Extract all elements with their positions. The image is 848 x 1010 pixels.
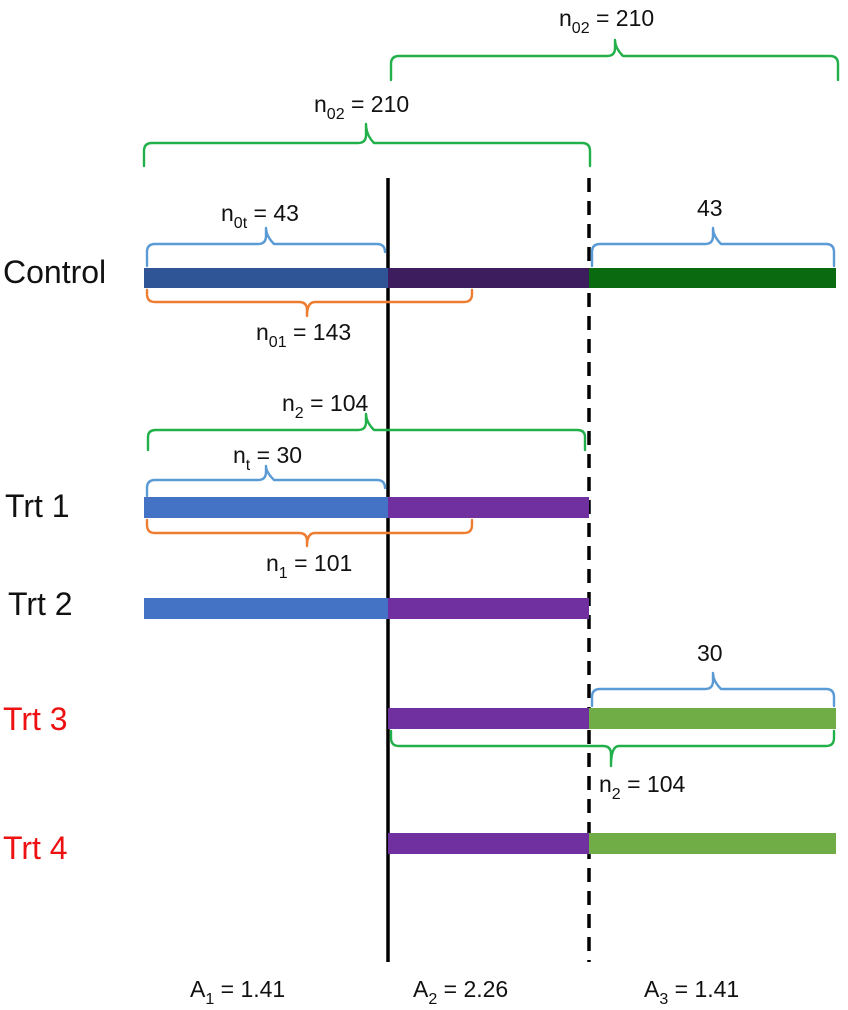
stage-label-a3-val: = 1.41 xyxy=(668,976,739,1002)
control-bar-a3 xyxy=(589,268,836,288)
label-n2-upper-val: = 104 xyxy=(304,390,369,416)
label-n01: n01 = 143 xyxy=(256,319,351,351)
label-n02-top: n02 = 210 xyxy=(559,5,654,37)
label-n2-lower-val: = 104 xyxy=(621,771,686,797)
row-label-trt2: Trt 2 xyxy=(8,586,73,622)
row-label-trt4: Trt 4 xyxy=(3,830,68,866)
label-nt-sym: n xyxy=(233,442,246,468)
brace-n2-upper xyxy=(146,412,587,452)
brace-n02-second xyxy=(142,122,592,168)
stage-label-a3-sub: 3 xyxy=(659,991,668,1008)
label-n01-val: = 143 xyxy=(287,319,352,345)
label-n01-sym: n xyxy=(256,319,269,345)
label-nt: nt = 30 xyxy=(233,442,302,474)
trt1-bar-a1 xyxy=(144,497,388,518)
label-n02-second-val: = 210 xyxy=(345,91,410,117)
trt3-bar-a3 xyxy=(589,708,836,729)
label-n1-val: = 101 xyxy=(288,550,353,576)
trt1-bar-a2 xyxy=(388,497,589,518)
stage-label-a2-sym: A xyxy=(413,976,429,1002)
trt2-bar-a2 xyxy=(388,598,589,619)
brace-n2-lower xyxy=(389,729,836,768)
stage-label-a2-sub: 2 xyxy=(428,991,437,1008)
label-n0t-sym: n xyxy=(221,200,234,226)
label-nt-val: = 30 xyxy=(250,442,302,468)
stage-label-a2: A2 = 2.26 xyxy=(413,976,508,1008)
label-n02-top-sym: n xyxy=(559,5,572,31)
label-n2-lower-sub: 2 xyxy=(612,786,621,803)
brace-trt3-a3 xyxy=(590,671,836,708)
trt2-bar-a1 xyxy=(144,598,388,619)
row-label-trt1: Trt 1 xyxy=(5,488,70,524)
brace-n0t xyxy=(145,226,387,268)
label-n2-lower-sym: n xyxy=(599,771,612,797)
brace-n1 xyxy=(145,518,474,548)
stage-label-a2-val: = 2.26 xyxy=(437,976,508,1002)
stage-label-a1-sub: 1 xyxy=(205,991,214,1008)
row-label-trt3: Trt 3 xyxy=(3,701,68,737)
label-n2-upper: n2 = 104 xyxy=(282,390,368,422)
label-n02-second: n02 = 210 xyxy=(314,91,409,123)
label-n1-sym: n xyxy=(266,550,279,576)
label-n01-sub: 01 xyxy=(269,334,287,351)
trt4-bar-a3 xyxy=(589,833,836,854)
label-n02-top-sub: 02 xyxy=(572,20,590,37)
label-control-a3: 43 xyxy=(697,195,723,221)
label-trt3-a3: 30 xyxy=(697,640,723,666)
trt4-bar-a2 xyxy=(388,833,589,854)
brace-n02-top xyxy=(389,38,840,82)
brace-n01 xyxy=(145,288,474,318)
label-n02-second-sub: 02 xyxy=(327,106,345,123)
control-bar-a1 xyxy=(144,268,388,288)
trt3-bar-a2 xyxy=(388,708,589,729)
stage-label-a1-sym: A xyxy=(190,976,206,1002)
stage-label-a1: A1 = 1.41 xyxy=(190,976,285,1008)
label-n0t-sub: 0t xyxy=(234,215,248,232)
label-n2-upper-sym: n xyxy=(282,390,295,416)
label-n0t: n0t = 43 xyxy=(221,200,299,232)
stage-label-a3: A3 = 1.41 xyxy=(644,976,739,1008)
stage-label-a3-sym: A xyxy=(644,976,660,1002)
brace-control-a3 xyxy=(590,226,836,268)
control-bar-a2 xyxy=(388,268,589,288)
brace-nt xyxy=(145,464,387,498)
label-n1: n1 = 101 xyxy=(266,550,352,582)
stage-label-a1-val: = 1.41 xyxy=(214,976,285,1002)
row-label-control: Control xyxy=(3,254,106,290)
label-n02-top-val: = 210 xyxy=(590,5,655,31)
label-n2-lower: n2 = 104 xyxy=(599,771,685,803)
label-nt-sub: t xyxy=(246,457,251,474)
label-n1-sub: 1 xyxy=(279,565,288,582)
label-n0t-val: = 43 xyxy=(247,200,299,226)
label-n2-upper-sub: 2 xyxy=(295,405,304,422)
label-n02-second-sym: n xyxy=(314,91,327,117)
